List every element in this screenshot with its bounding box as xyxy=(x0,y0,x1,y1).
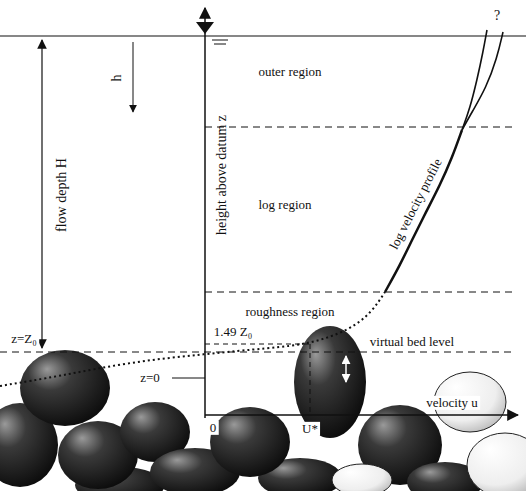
z-axis xyxy=(204,8,206,418)
roughness-arrow xyxy=(345,356,347,382)
log-profile xyxy=(462,32,503,130)
datum-tick xyxy=(172,378,205,379)
depth-arrow xyxy=(133,42,134,112)
virtual-bed-line xyxy=(0,352,512,353)
bed-label: virtual bed level xyxy=(368,335,456,349)
velocity-profile xyxy=(0,30,503,386)
roughness-profile xyxy=(0,292,385,386)
height-label: z=0 xyxy=(138,371,162,385)
flow-depth-arrow xyxy=(41,40,42,348)
axis-label: velocity u xyxy=(424,396,480,410)
log-profile xyxy=(462,30,487,130)
note-label: ? xyxy=(492,8,502,23)
axis-label: height above datum z xyxy=(214,113,229,237)
height-label: z=Z₀ xyxy=(9,332,39,346)
dimension-label: flow depth H xyxy=(54,156,69,234)
region-label: roughness region xyxy=(243,305,336,319)
region-divider xyxy=(205,292,512,293)
log-profile xyxy=(385,130,462,292)
velocity-label: U* xyxy=(300,422,320,436)
dimension-label: h xyxy=(109,73,124,84)
region-label: log region xyxy=(256,198,313,212)
water-level-symbol xyxy=(212,40,228,41)
gravel-bed xyxy=(0,326,526,491)
guide-line xyxy=(205,344,310,345)
guide-line xyxy=(310,344,311,415)
curve-label: log velocity profile xyxy=(386,155,446,254)
height-label: 1.49 Z₀ xyxy=(212,325,254,339)
region-label: outer region xyxy=(256,65,323,79)
water-surface xyxy=(0,35,526,36)
region-divider xyxy=(205,127,512,128)
axis-value: 0 xyxy=(208,421,219,435)
velocity-axis xyxy=(205,414,518,416)
water-level-symbol xyxy=(214,44,226,45)
